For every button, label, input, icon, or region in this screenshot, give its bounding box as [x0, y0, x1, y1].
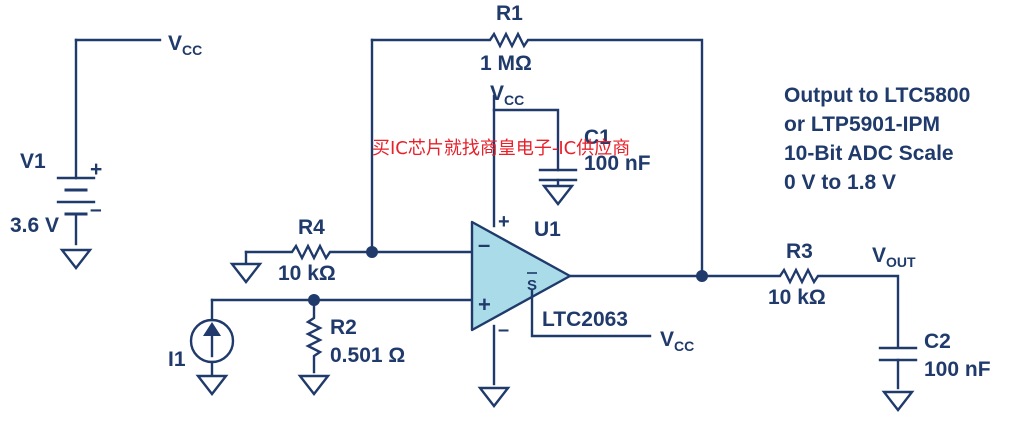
watermark-text: 买IC芯片就找商皇电子-IC供应商 — [372, 138, 630, 159]
i1-label: I1 — [168, 348, 186, 371]
r2-value: 0.501 Ω — [330, 344, 405, 367]
r3-value: 10 kΩ — [768, 286, 826, 309]
opamp-inverting-sign: – — [478, 232, 490, 257]
resistor-r2 — [298, 294, 330, 396]
r2-label: R2 — [330, 316, 357, 339]
current-source-i1 — [189, 298, 474, 396]
shutdown-pin-text: S — [527, 277, 537, 294]
u1-label: U1 — [534, 218, 561, 241]
note-line: Output to LTC5800 — [784, 84, 970, 107]
r4-label: R4 — [298, 216, 325, 239]
vcc-v: V — [490, 82, 504, 105]
capacitor-c1 — [492, 108, 578, 206]
opamp-noninverting-sign: + — [478, 292, 491, 317]
junction-output — [696, 270, 708, 282]
r3-label: R3 — [786, 240, 813, 263]
note-line: 0 V to 1.8 V — [784, 171, 896, 194]
c2-value: 100 nF — [924, 358, 991, 381]
note-line: 10-Bit ADC Scale — [784, 142, 954, 165]
vcc-v: V — [168, 32, 182, 55]
r4-value: 10 kΩ — [278, 262, 336, 285]
battery-v1 — [56, 38, 162, 270]
supply-plus-sign: + — [498, 211, 510, 233]
vcc-sub: CC — [504, 92, 524, 108]
v1-value: 3.6 V — [10, 214, 59, 237]
shutdown-pin-label: S — [527, 272, 537, 294]
v1-label: V1 — [20, 150, 46, 173]
junction-inverting — [366, 246, 378, 258]
vcc-label-top: VCC — [168, 32, 202, 58]
resistor-r3 — [568, 267, 900, 348]
vcc-label-opamp: VCC — [490, 82, 524, 108]
resistor-r1 — [370, 31, 704, 278]
r1-value: 1 MΩ — [480, 52, 532, 75]
supply-minus-sign: – — [498, 319, 509, 341]
opamp-u1 — [470, 94, 652, 408]
capacitor-c2 — [878, 346, 918, 412]
vcc-sub: CC — [674, 338, 694, 354]
vcc-v: V — [660, 328, 674, 351]
u1-part-number: LTC2063 — [542, 308, 628, 331]
output-note: Output to LTC5800 or LTP5901-IPM 10-Bit … — [784, 84, 970, 194]
c1-label: C1 — [584, 126, 611, 149]
vout-sub: OUT — [886, 254, 916, 270]
v1-plus-sign: + — [90, 158, 102, 181]
r1-label: R1 — [496, 2, 523, 25]
note-line: or LTP5901-IPM — [784, 113, 940, 136]
vcc-sub: CC — [182, 42, 202, 58]
resistor-r4 — [230, 243, 480, 284]
vout-label: VOUT — [872, 244, 916, 270]
v1-minus-sign: – — [90, 198, 102, 221]
c2-label: C2 — [924, 330, 951, 353]
vcc-label-shutdown: VCC — [660, 328, 694, 354]
vout-v: V — [872, 244, 886, 267]
c1-value: 100 nF — [584, 152, 651, 175]
